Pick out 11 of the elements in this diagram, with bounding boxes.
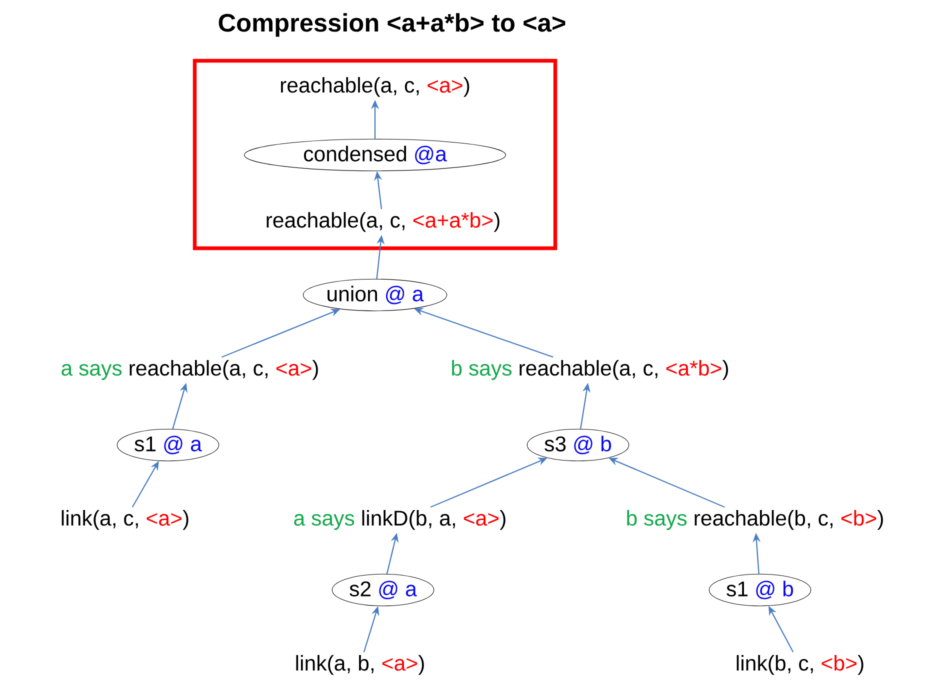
fact-label: a says linkD(b, a, <a>)	[294, 510, 506, 530]
fact-label: b says reachable(a, c, <a*b>)	[452, 360, 728, 380]
fact-label: a says reachable(a, c, <a>)	[62, 360, 318, 380]
highlight-frame	[192, 58, 558, 250]
fact-label: link(a, b, <a>)	[296, 655, 424, 675]
fact-label: b says reachable(b, c, <b>)	[627, 510, 883, 530]
fact-label: reachable(a, c, <a>)	[280, 77, 470, 97]
fact-label: link(b, c, <b>)	[736, 655, 864, 675]
fact-label: reachable(a, c, <a+a*b>)	[266, 212, 500, 232]
fact-label: link(a, c, <a>)	[62, 510, 188, 530]
title: Compression <a+a*b> to <a>	[218, 13, 566, 37]
